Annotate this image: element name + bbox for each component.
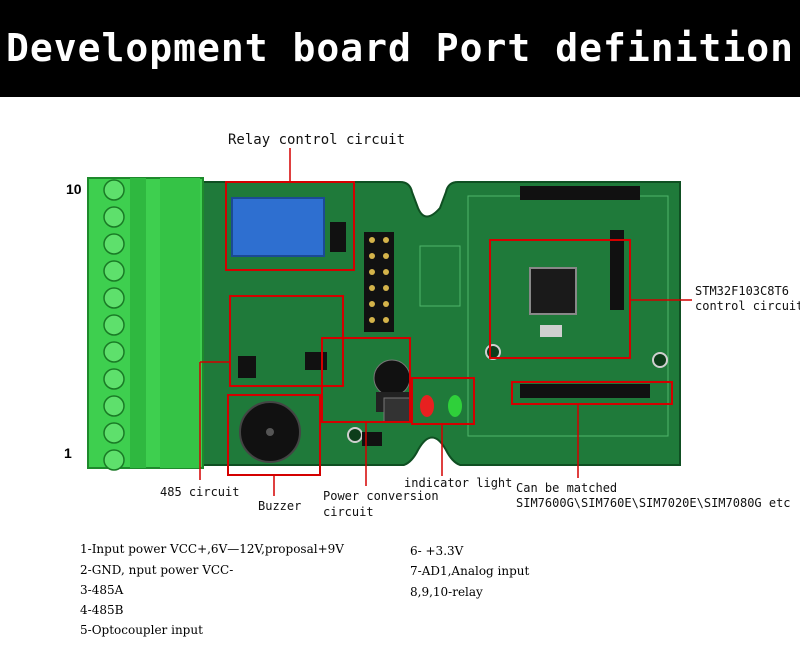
terminal-block	[87, 177, 204, 471]
module-header-bottom	[520, 384, 650, 398]
indicator-box	[411, 377, 475, 425]
led-red	[420, 395, 434, 417]
rs485-callout-label: 485 circuit	[160, 485, 240, 499]
match-callout-label-2: SIM7600G\SIM760E\SIM7020E\SIM7080G etc	[516, 496, 791, 510]
mcu-chip	[529, 267, 577, 315]
header-pins	[364, 232, 394, 332]
power-callout-label-2: circuit	[323, 505, 374, 519]
legend-item: 7-AD1,Analog input	[410, 564, 530, 578]
match-callout-label-1: Can be matched	[516, 481, 618, 495]
legend-item: 2-GND, nput power VCC-	[80, 563, 234, 577]
terminal-bottom-label: 1	[64, 445, 72, 461]
buzzer-callout-label: Buzzer	[258, 499, 302, 513]
legend-item: 6- +3.3V	[410, 544, 464, 558]
title-banner	[0, 0, 800, 97]
power-callout-label-1: Power conversion	[323, 489, 439, 503]
module-box	[511, 381, 673, 405]
mcu-callout-label-1: STM32F103C8T6	[695, 284, 789, 298]
relay-callout-label: Relay control circuit	[228, 132, 406, 148]
page-title: Development board Port definition	[6, 26, 794, 70]
legend-item: 1-Input power VCC+,6V—12V,proposal+9V	[80, 542, 344, 556]
legend-item: 5-Optocoupler input	[80, 623, 203, 637]
leader-lines	[199, 148, 692, 496]
mcu-callout-label-2: control circuit	[695, 299, 800, 313]
mcu-box	[489, 239, 631, 359]
relay-component	[231, 197, 325, 257]
led-green	[448, 395, 462, 417]
legend-item: 4-485B	[80, 603, 124, 617]
capacitor	[373, 359, 411, 397]
indicator-callout-label: indicator light	[404, 476, 513, 490]
module-header-top	[520, 186, 640, 200]
rs485-box	[229, 295, 344, 387]
terminal-top-label: 10	[66, 181, 82, 197]
legend-item: 8,9,10-relay	[410, 585, 483, 599]
legend-item: 3-485A	[80, 583, 124, 597]
